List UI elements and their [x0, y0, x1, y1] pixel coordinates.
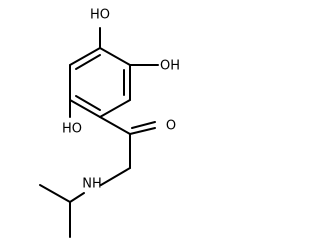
hydroxyl-label-left: HO [62, 122, 82, 137]
carbonyl-oxygen-label: O [166, 119, 176, 134]
chemical-structure: HO OH HO O NH [39, 8, 180, 238]
ring-bond-c1-c2 [99, 47, 131, 66]
ring-double-bond-c4-c5 [75, 95, 101, 111]
benzene-ring [69, 47, 131, 118]
hydroxyl-label-top: HO [90, 8, 110, 23]
bond-carbonyl-o [129, 127, 156, 135]
amine-label: NH [82, 177, 102, 192]
bond-n-ch [69, 192, 85, 203]
ring-double-bond-c6-c1 [75, 54, 101, 70]
bond-ch-methyl-left [39, 184, 71, 203]
bond-ch2-n [100, 167, 131, 186]
ring-bond-c3-c4 [99, 99, 131, 118]
ring-bond-c6-c1 [69, 47, 101, 66]
bond-carbonyl-o-double [131, 121, 156, 129]
bond-c4-carbonyl [99, 116, 131, 135]
hydroxyl-label-right: OH [160, 59, 180, 74]
ring-bond-c4-c5 [69, 99, 101, 118]
